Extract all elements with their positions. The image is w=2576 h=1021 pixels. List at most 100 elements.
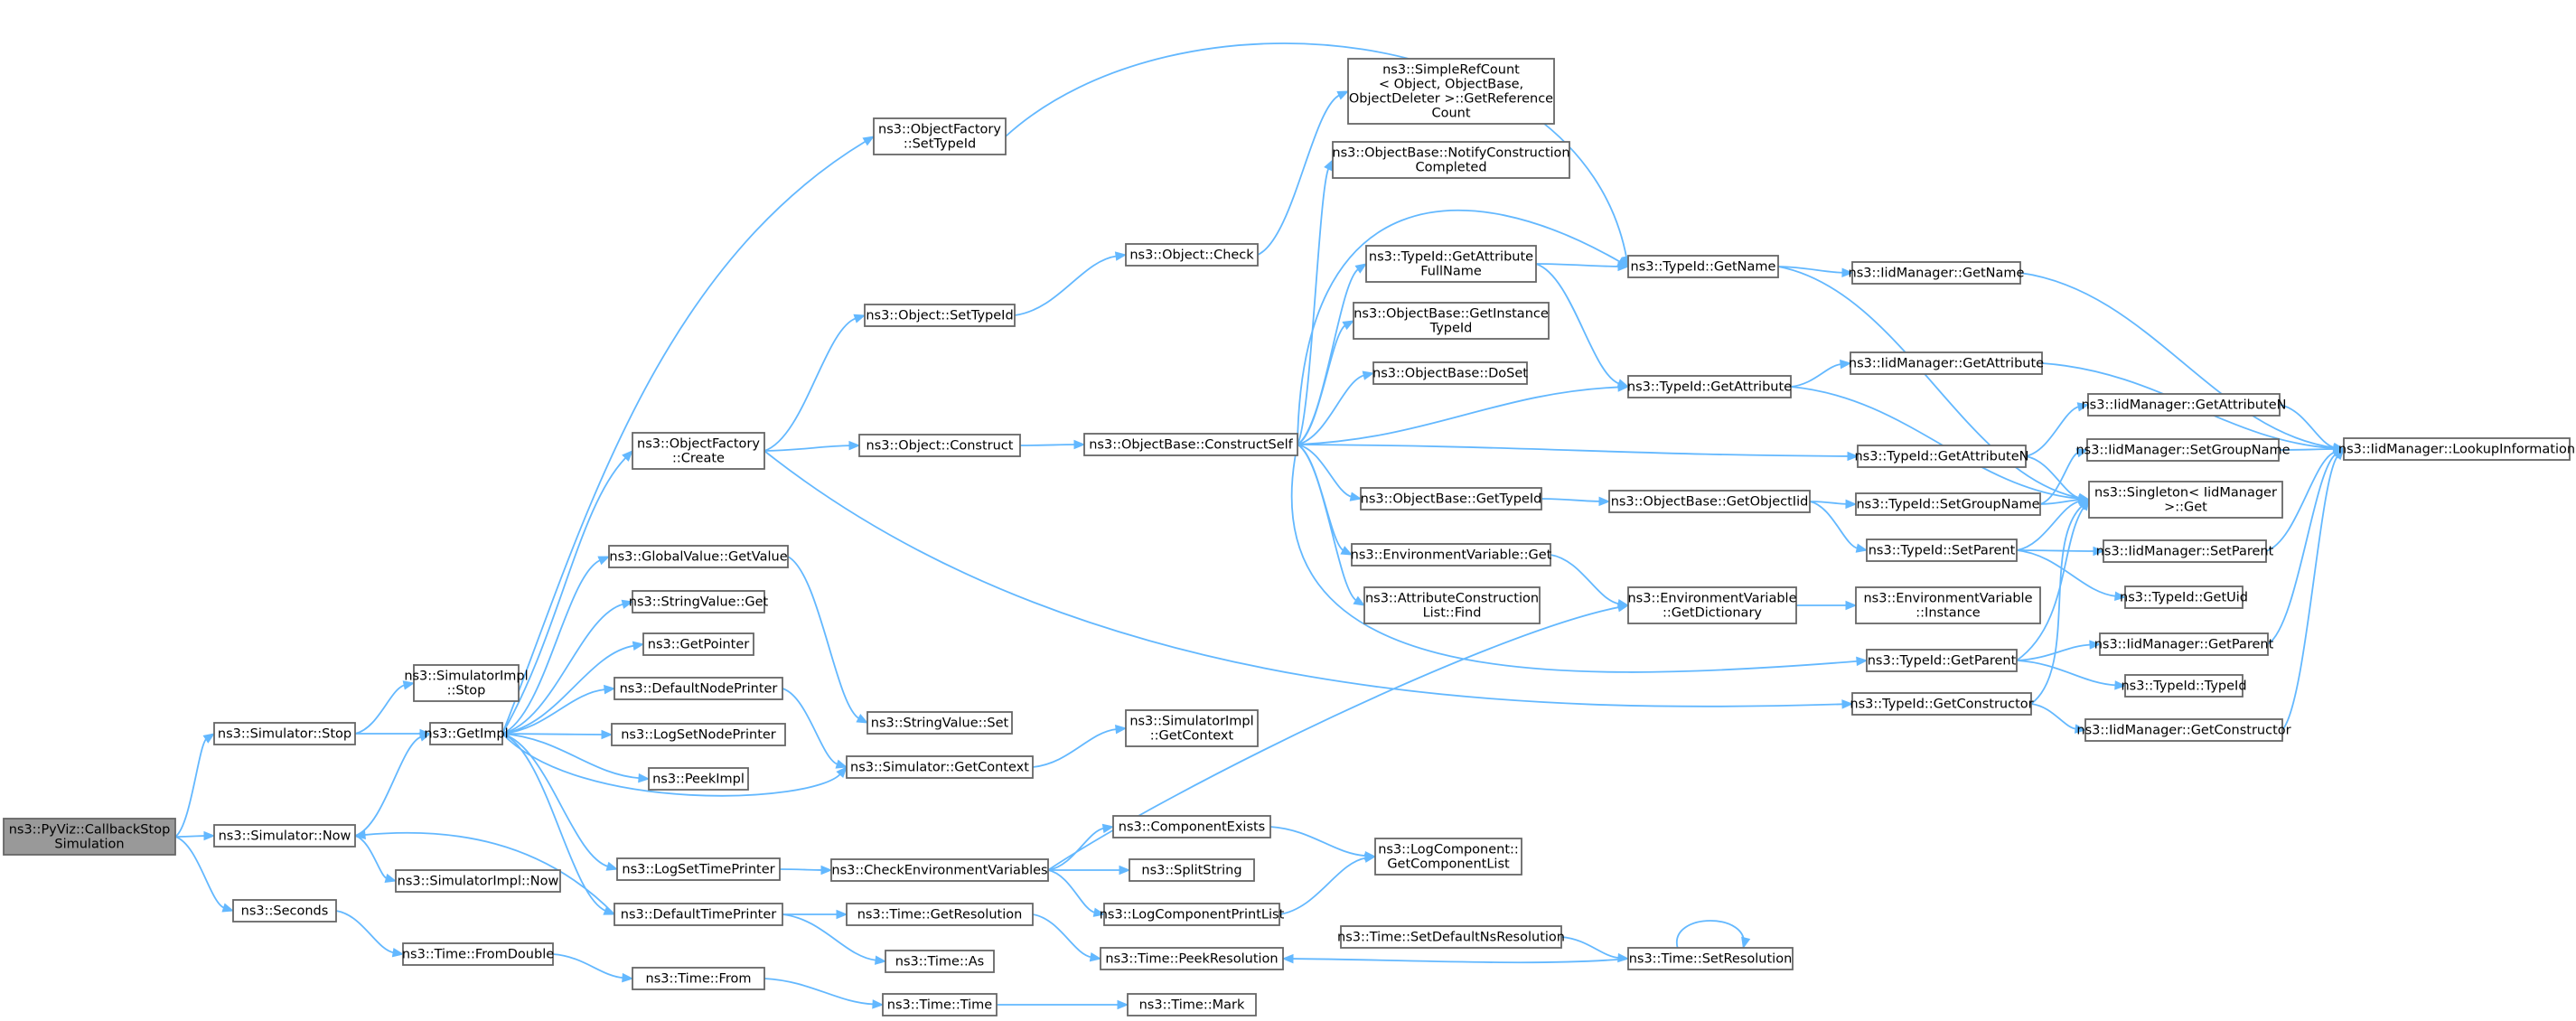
node-logSetNodePrinter[interactable]: ns3::LogSetNodePrinter — [611, 723, 786, 746]
node-seconds[interactable]: ns3::Seconds — [232, 899, 337, 923]
edge-arrowhead — [1845, 600, 1858, 611]
node-iidGetName[interactable]: ns3::IidManager::GetName — [1849, 261, 2025, 285]
edge-arrowhead — [2076, 402, 2090, 412]
edge-line — [501, 733, 641, 780]
edge-line — [1014, 255, 1118, 316]
node-logCompGetList[interactable]: ns3::LogComponent::GetComponentList — [1374, 838, 1522, 876]
node-simGetContext[interactable]: ns3::Simulator::GetContext — [846, 755, 1034, 779]
node-label: Count — [1431, 107, 1470, 121]
node-iidSetGroupName[interactable]: ns3::IidManager::SetGroupName — [2075, 438, 2290, 462]
node-simImplNow[interactable]: ns3::SimulatorImpl::Now — [395, 869, 561, 893]
edge-arrowhead — [622, 450, 633, 462]
node-tidSetGroupName[interactable]: ns3::TypeId::SetGroupName — [1855, 492, 2041, 516]
node-timeMark[interactable]: ns3::Time::Mark — [1127, 993, 1257, 1016]
edge-line — [1676, 920, 1745, 949]
node-simStop[interactable]: ns3::Simulator::Stop — [213, 722, 356, 745]
node-timeFrom[interactable]: ns3::Time::From — [632, 967, 765, 990]
edge-tidGetAttrFullName-to-tidGetName — [1535, 261, 1630, 272]
node-obGetTypeId[interactable]: ns3::ObjectBase::GetTypeId — [1360, 487, 1542, 510]
node-tidGetUid[interactable]: ns3::TypeId::GetUid — [2120, 585, 2248, 609]
edge-obConstructSelf-to-obGetTypeId — [1297, 444, 1363, 501]
edge-arrowhead — [874, 955, 887, 965]
node-tidGetAttribute[interactable]: ns3::TypeId::GetAttribute — [1627, 375, 1792, 398]
edge-line — [2030, 505, 2084, 705]
node-timeSetRes[interactable]: ns3::Time::SetResolution — [1627, 947, 1794, 970]
node-ofSetTypeId[interactable]: ns3::ObjectFactory::SetTypeId — [873, 117, 1007, 155]
node-iidGetAttribute[interactable]: ns3::IidManager::GetAttribute — [1849, 351, 2044, 375]
node-envInstance[interactable]: ns3::EnvironmentVariable::Instance — [1855, 586, 2041, 624]
edge-line — [1297, 444, 1850, 457]
edge-line — [1297, 444, 1358, 602]
node-defNodePrinter[interactable]: ns3::DefaultNodePrinter — [614, 677, 783, 700]
node-splitString[interactable]: ns3::SplitString — [1129, 858, 1255, 882]
node-peekImpl[interactable]: ns3::PeekImpl — [648, 767, 749, 791]
node-timeGetRes[interactable]: ns3::Time::GetResolution — [846, 903, 1034, 926]
node-svGet[interactable]: ns3::StringValue::Get — [629, 590, 769, 614]
node-objSetTypeId[interactable]: ns3::Object::SetTypeId — [864, 304, 1016, 327]
node-getImpl[interactable]: ns3::GetImpl — [424, 722, 509, 745]
node-tidSetParent[interactable]: ns3::TypeId::SetParent — [1866, 539, 2018, 562]
edge-line — [1297, 167, 1330, 445]
edge-defTimePrinter-to-timeGetRes — [782, 909, 848, 920]
node-box — [616, 857, 781, 881]
node-obDoSet[interactable]: ns3::ObjectBase::DoSet — [1372, 361, 1528, 385]
node-gvGetValue[interactable]: ns3::GlobalValue::GetValue — [608, 545, 789, 568]
node-timeAs[interactable]: ns3::Time::As — [885, 950, 995, 973]
edge-arrowhead — [1092, 907, 1106, 917]
node-envGetDict[interactable]: ns3::EnvironmentVariable::GetDictionary — [1627, 586, 1797, 624]
node-iidGetConstructor[interactable]: ns3::IidManager::GetConstructor — [2076, 718, 2291, 742]
node-box — [1866, 539, 2018, 562]
node-iidGetParent[interactable]: ns3::IidManager::GetParent — [2094, 632, 2274, 656]
edge-arrowhead — [632, 641, 645, 651]
node-getPointer[interactable]: ns3::GetPointer — [642, 632, 754, 656]
node-fromDouble[interactable]: ns3::Time::FromDouble — [402, 942, 554, 966]
node-timePeekRes[interactable]: ns3::Time::PeekResolution — [1100, 947, 1284, 970]
node-tidTypeId[interactable]: ns3::TypeId::TypeId — [2121, 674, 2247, 698]
edge-arrowhead — [1349, 492, 1363, 501]
node-box — [614, 903, 783, 926]
node-simpleRefCount[interactable]: ns3::SimpleRefCount< Object, ObjectBase,… — [1347, 58, 1555, 125]
node-obNotify[interactable]: ns3::ObjectBase::NotifyConstructionCompl… — [1332, 141, 1570, 179]
node-iidSetParent[interactable]: ns3::IidManager::SetParent — [2096, 539, 2274, 563]
node-tidGetParent[interactable]: ns3::TypeId::GetParent — [1866, 649, 2018, 672]
node-box — [429, 722, 503, 745]
node-label: ns3::SimulatorImpl — [1129, 715, 1253, 729]
node-iidGetAttributeN[interactable]: ns3::IidManager::GetAttributeN — [2081, 393, 2287, 417]
node-obConstructSelf[interactable]: ns3::ObjectBase::ConstructSelf — [1083, 433, 1298, 456]
node-label: ns3::PyViz::CallbackStop — [9, 823, 171, 838]
edge-objCheck-to-simpleRefCount — [1257, 90, 1350, 256]
node-checkEnv[interactable]: ns3::CheckEnvironmentVariables — [830, 858, 1049, 882]
edge-root-to-seconds — [174, 836, 235, 913]
node-logSetTimePrinter[interactable]: ns3::LogSetTimePrinter — [616, 857, 781, 881]
node-compExists[interactable]: ns3::ComponentExists — [1112, 815, 1271, 838]
node-objConstruct[interactable]: ns3::Object::Construct — [858, 434, 1021, 457]
node-defTimePrinter[interactable]: ns3::DefaultTimePrinter — [614, 903, 783, 926]
edge-line — [2016, 506, 2085, 661]
node-tidGetAttributeN[interactable]: ns3::TypeId::GetAttributeN — [1854, 445, 2029, 468]
node-timeTime[interactable]: ns3::Time::Time — [882, 993, 998, 1016]
node-svSet[interactable]: ns3::StringValue::Set — [866, 711, 1013, 735]
node-ofCreate[interactable]: ns3::ObjectFactory::Create — [632, 432, 765, 470]
node-simNow[interactable]: ns3::Simulator::Now — [213, 824, 356, 848]
node-iidLookup[interactable]: ns3::IidManager::LookupInformation — [2338, 437, 2575, 461]
node-timeSetDefNs[interactable]: ns3::Time::SetDefaultNsResolution — [1337, 925, 1565, 949]
node-label: ns3::TypeId::GetParent — [1868, 654, 2017, 669]
edge-tidSetParent-to-tidGetUid — [2016, 549, 2127, 601]
node-obGetObjectIid[interactable]: ns3::ObjectBase::GetObjectIid — [1608, 490, 1811, 513]
node-singletonGet[interactable]: ns3::Singleton< IidManager>::Get — [2088, 481, 2283, 519]
node-simImplGetContext[interactable]: ns3::SimulatorImpl::GetContext — [1125, 709, 1259, 747]
edge-arrowhead — [835, 759, 848, 769]
node-logCompPrintList[interactable]: ns3::LogComponentPrintList — [1100, 903, 1285, 926]
node-box — [213, 722, 356, 745]
node-tidGetConstructor[interactable]: ns3::TypeId::GetConstructor — [1850, 692, 2034, 716]
node-tidGetName[interactable]: ns3::TypeId::GetName — [1627, 255, 1779, 278]
node-simImplStop[interactable]: ns3::SimulatorImpl::Stop — [404, 664, 529, 702]
node-objCheck[interactable]: ns3::Object::Check — [1125, 243, 1259, 267]
node-envGet[interactable]: ns3::EnvironmentVariable::Get — [1351, 543, 1552, 567]
edge-line — [1047, 827, 1105, 871]
edge-line — [2278, 448, 2336, 451]
